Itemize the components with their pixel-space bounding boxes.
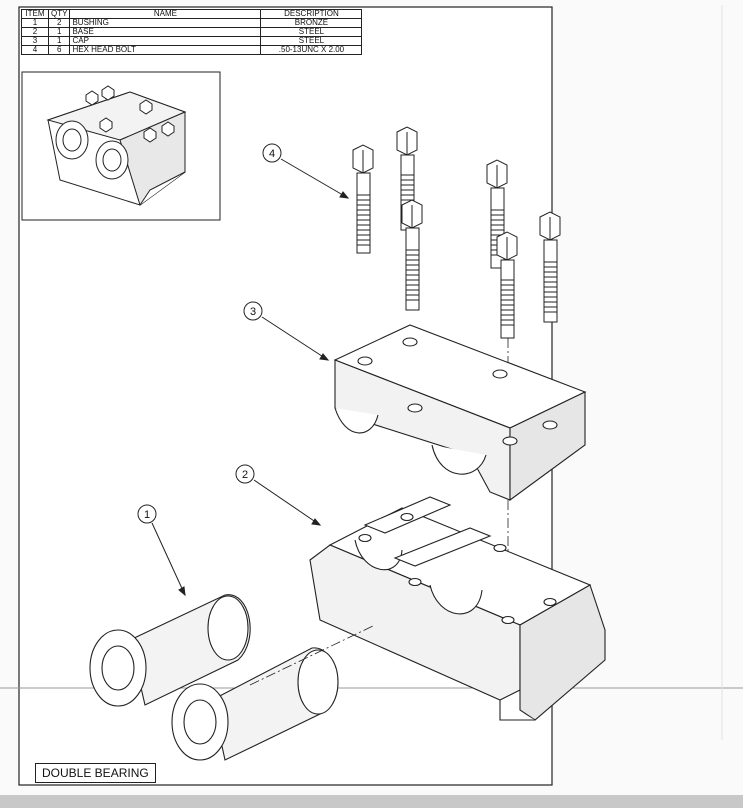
callout-2-label: 2 <box>242 469 248 481</box>
hex-head-bolts <box>352 126 561 339</box>
bill-of-materials: ITEM QTY NAME DESCRIPTION 1 2 BUSHING BR… <box>21 9 363 55</box>
bushing-center-line <box>249 624 376 686</box>
bushings <box>89 594 339 761</box>
bom-cell-description: .50-13UNC X 2.00 <box>260 45 363 55</box>
bom-cell-qty: 6 <box>47 45 71 55</box>
scanner-footer-bar <box>0 795 743 808</box>
thumbnail-frame <box>21 71 221 221</box>
bom-cell-item: 4 <box>21 45 49 55</box>
bom-cell-name: BASE <box>69 27 262 37</box>
bolt <box>496 231 518 339</box>
callout-4 <box>262 143 350 199</box>
callout-1 <box>137 504 186 597</box>
callout-4-label: 4 <box>269 148 275 160</box>
callout-2 <box>235 464 322 526</box>
bushing-lower <box>171 647 339 761</box>
drawing-title: DOUBLE BEARING <box>35 763 156 783</box>
bushing-upper <box>89 594 251 707</box>
bolt <box>539 211 561 323</box>
bolt <box>352 144 374 254</box>
bearing-cap <box>333 324 587 502</box>
callout-1-label: 1 <box>144 509 150 521</box>
bom-cell-name: BUSHING <box>69 18 262 28</box>
bom-cell-name: HEX HEAD BOLT <box>69 45 262 55</box>
callout-3 <box>243 301 330 361</box>
assembled-bearing-thumbnail <box>46 85 187 206</box>
bearing-base <box>309 496 606 721</box>
callout-3-label: 3 <box>250 306 256 318</box>
bolt <box>401 199 423 311</box>
bom-row: 4 6 HEX HEAD BOLT .50-13UNC X 2.00 <box>21 45 363 55</box>
